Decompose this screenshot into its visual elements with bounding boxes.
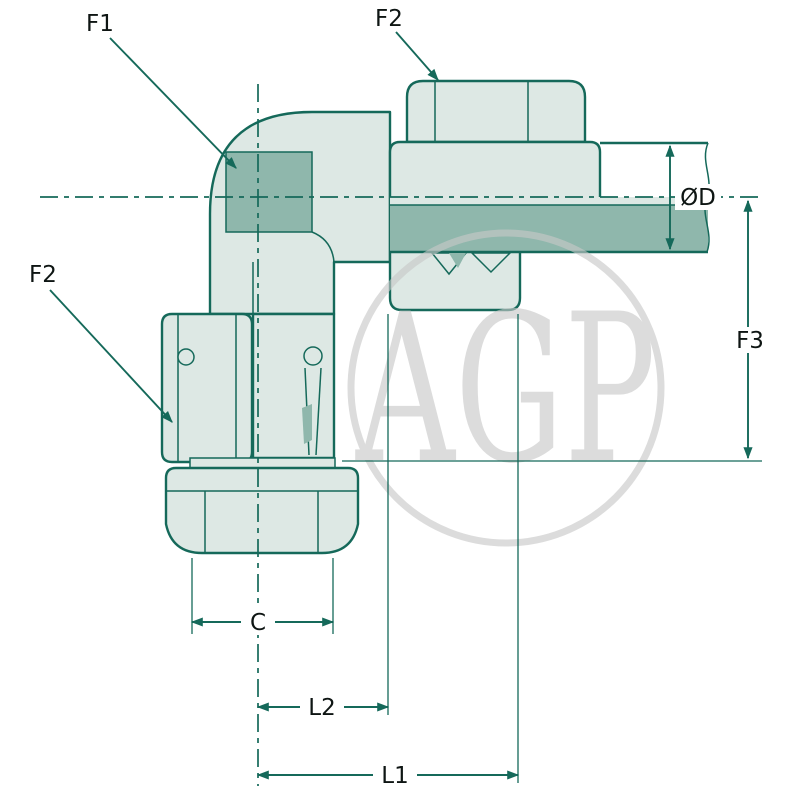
label-f2-left: F2 <box>29 262 57 288</box>
top-nut-crown <box>405 79 587 144</box>
elbow-core-section <box>225 151 313 233</box>
label-f3: F3 <box>736 328 764 354</box>
swivel-washer <box>189 457 336 469</box>
bottom-hex-nut <box>164 466 360 555</box>
tube-bore-section <box>390 205 708 252</box>
centerlines <box>40 84 762 786</box>
cone-side-right <box>315 367 322 456</box>
left-swivel-nut <box>160 312 254 464</box>
cutting-ring-right <box>470 252 512 274</box>
label-f3-bg <box>727 327 773 353</box>
label-od-bg <box>675 184 721 210</box>
leader-f1 <box>109 37 237 169</box>
watermark: AGP <box>347 229 665 547</box>
dimension-layer: F1 F2 F2 ØD F3 C L2 L1 <box>29 6 773 789</box>
fitting-drawing <box>160 79 710 555</box>
leader-f2-left <box>49 289 173 423</box>
label-l1-bg <box>373 762 417 788</box>
label-c-bg <box>241 609 275 635</box>
label-l1: L1 <box>381 763 408 789</box>
leader-f2-top <box>395 31 439 81</box>
label-l2-bg <box>300 694 344 720</box>
label-od: ØD <box>680 185 716 211</box>
watermark-text: AGP <box>355 271 656 509</box>
cone-ball <box>303 346 323 366</box>
label-c: C <box>250 610 266 636</box>
cone-dark-detail <box>302 404 312 444</box>
elbow-stem <box>251 312 336 460</box>
left-nut-mark <box>177 348 195 366</box>
top-nut-body <box>388 140 602 197</box>
tube-sliver <box>390 197 708 206</box>
label-l2: L2 <box>308 695 335 721</box>
inner-fillet-arc <box>311 231 335 263</box>
watermark-circle <box>347 229 665 547</box>
label-f1: F1 <box>86 11 114 37</box>
label-f2-top: F2 <box>375 6 403 32</box>
cutting-ring-dark <box>449 253 466 268</box>
